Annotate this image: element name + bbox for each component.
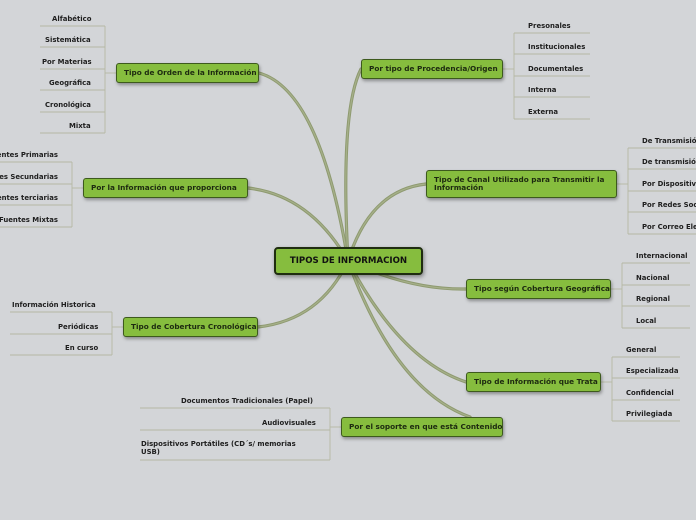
branch-orden-informacion[interactable]: Tipo de Orden de la Información: [116, 63, 259, 83]
leaf-sistematica[interactable]: Sistemática: [45, 36, 91, 44]
leaf-externa[interactable]: Externa: [528, 108, 559, 116]
connector-highlight-4: [345, 68, 362, 262]
connector-branch-7: [346, 259, 468, 384]
leaf-documentales[interactable]: Documentales: [528, 65, 584, 73]
leaf-de-transmision-2[interactable]: De transmisión: [642, 158, 696, 166]
branch-cobertura-cronologica[interactable]: Tipo de Cobertura Cronológica: [123, 317, 258, 337]
leaf-confidencial[interactable]: Confidencial: [626, 389, 674, 397]
leaf-regional[interactable]: Regional: [636, 295, 670, 303]
central-topic[interactable]: TIPOS DE INFORMACION: [274, 247, 423, 275]
leaf-informacion-historica[interactable]: Información Historica: [12, 301, 96, 309]
leaf-audiovisuales[interactable]: Audiovisuales: [262, 419, 316, 427]
leaf-dispositivos-portatiles[interactable]: Dispositivos Portátiles (CD´s/ memorias …: [141, 440, 296, 457]
leaf-internacional[interactable]: Internacional: [636, 252, 688, 260]
leaf-institucionales[interactable]: Institucionales: [528, 43, 586, 51]
leaf-fuentes-primarias[interactable]: Fuentes Primarias: [0, 151, 58, 159]
leaf-por-correo[interactable]: Por Correo Electrónico: [642, 223, 696, 231]
leaf-por-materias[interactable]: Por Materias: [42, 58, 92, 66]
leaf-general[interactable]: General: [626, 346, 657, 354]
branch-informacion-proporciona[interactable]: Por la Información que proporciona: [83, 178, 248, 198]
connector-highlight-7: [347, 260, 467, 383]
branch-soporte-contenido[interactable]: Por el soporte en que está Contenido: [341, 417, 503, 437]
connector-highlight-3: [347, 260, 471, 418]
leaf-fuentes-secundarias[interactable]: Fuentes Secundarias: [0, 173, 58, 181]
leaf-cronologica[interactable]: Cronológica: [45, 101, 91, 109]
leaf-privilegiada[interactable]: Privilegiada: [626, 410, 673, 418]
leaf-nacional[interactable]: Nacional: [636, 274, 670, 282]
connector-branch-3: [346, 259, 472, 419]
leaf-especializada[interactable]: Especializada: [626, 367, 679, 375]
branch-cobertura-geografica[interactable]: Tipo según Cobertura Geográfica: [466, 279, 611, 299]
leaf-por-dispositivos[interactable]: Por Dispositivos: [642, 180, 696, 188]
leaf-presonales[interactable]: Presonales: [528, 22, 571, 30]
leaf-local[interactable]: Local: [636, 317, 657, 325]
leaf-interna[interactable]: Interna: [528, 86, 557, 94]
leaf-en-curso[interactable]: En curso: [65, 344, 99, 352]
connector-highlight-0: [258, 72, 349, 262]
leaf-mixta[interactable]: Mixta: [69, 122, 91, 130]
connector-highlight-5: [347, 183, 427, 262]
leaf-documentos-tradicionales[interactable]: Documentos Tradicionales (Papel): [181, 397, 314, 405]
leaf-periodicas[interactable]: Periódicas: [58, 323, 99, 331]
leaf-alfabetico[interactable]: Alfabético: [52, 15, 92, 23]
leaf-por-redes-sociales[interactable]: Por Redes Sociales: [642, 201, 696, 209]
branch-procedencia-origen[interactable]: Por tipo de Procedencia/Origen: [361, 59, 503, 79]
leaf-fuentes-terciarias[interactable]: Fuentes terciarias: [0, 194, 58, 202]
connector-branch-0: [257, 71, 350, 263]
leaf-de-transmision-1[interactable]: De Transmisión: [642, 137, 696, 145]
leaf-geografica[interactable]: Geográfica: [49, 79, 91, 87]
leaf-fuentes-mixtas[interactable]: Fuentes Mixtas: [0, 216, 58, 224]
branch-informacion-que-trata[interactable]: Tipo de Información que Trata: [466, 372, 601, 392]
branch-canal-transmitir[interactable]: Tipo de Canal Utilizado para Transmitir …: [426, 170, 617, 198]
